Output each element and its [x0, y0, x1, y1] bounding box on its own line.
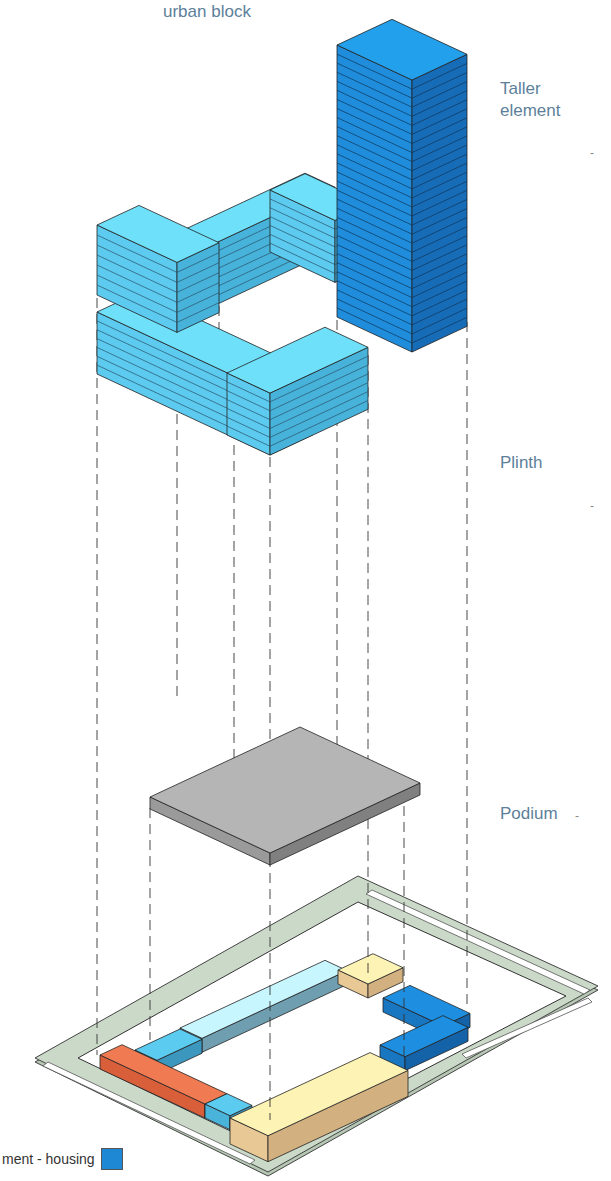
- block: [97, 205, 219, 332]
- tick-mark: -: [575, 809, 579, 823]
- diagram-title: urban block: [163, 1, 251, 23]
- part-label: Plinth: [500, 452, 543, 474]
- legend-text: ment - housing: [2, 1151, 95, 1167]
- block: [230, 1053, 408, 1162]
- block: [380, 1016, 468, 1071]
- part-label: Podium: [500, 803, 558, 825]
- legend-swatch: [101, 1148, 123, 1170]
- block: [337, 19, 467, 352]
- tick-mark: -: [590, 499, 594, 513]
- block: [227, 327, 368, 455]
- tick-mark: -: [590, 146, 594, 160]
- block: [338, 954, 403, 998]
- legend-entry: ment - housing: [2, 1148, 123, 1170]
- part-label: Taller element: [500, 78, 590, 122]
- block: [150, 727, 420, 865]
- block: [180, 960, 347, 1052]
